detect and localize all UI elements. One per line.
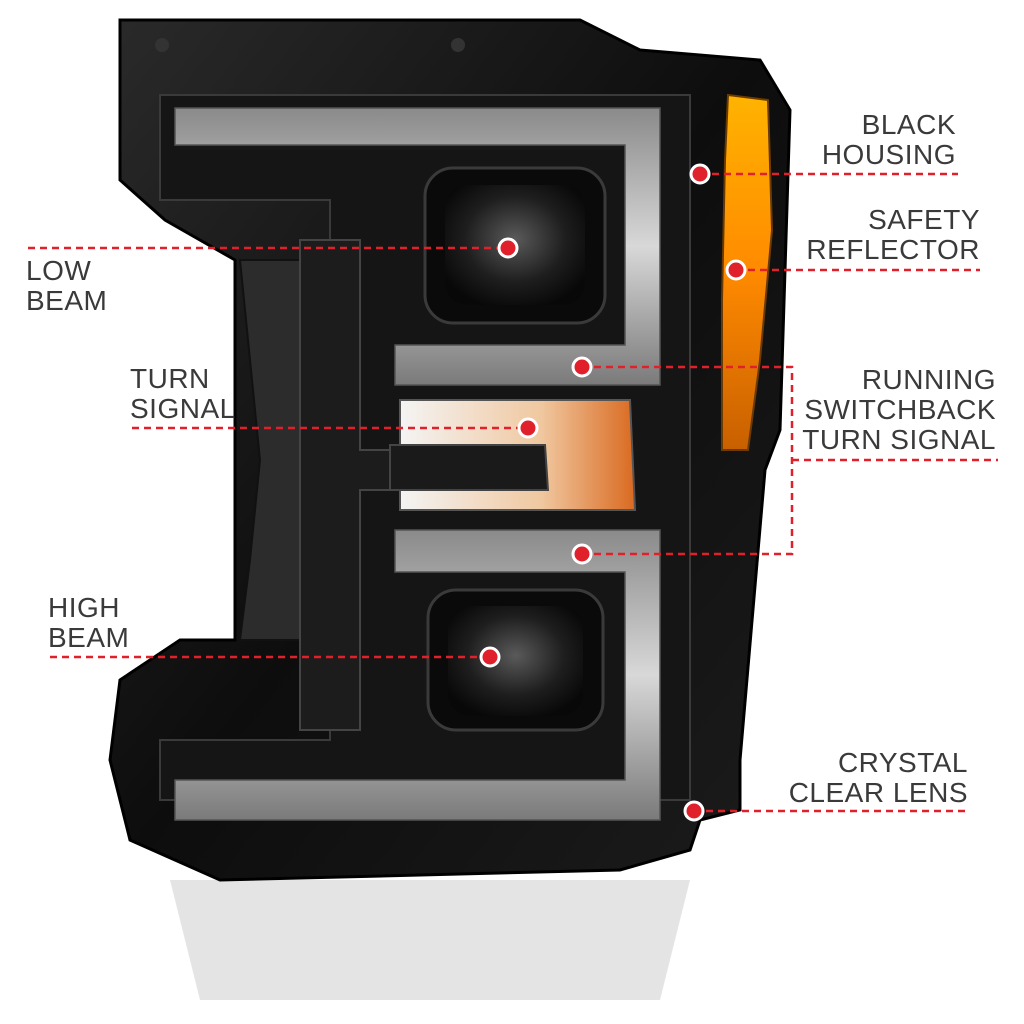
label-line: BEAM [48,622,130,653]
label-safety-reflector: SAFETY REFLECTOR [806,205,980,265]
label-crystal-clear-lens: CRYSTAL CLEAR LENS [789,748,968,808]
marker-low-beam [497,237,519,259]
label-line: RUNNING [861,364,996,395]
label-black-housing: BLACK HOUSING [822,110,956,170]
marker-safety-reflector [725,259,747,281]
mount-tabs [155,38,465,52]
label-line: HIGH [48,592,120,623]
side-reflector [721,93,774,451]
label-line: BEAM [26,285,108,316]
label-running-switchback: RUNNING SWITCHBACK TURN SIGNAL [802,365,996,455]
label-line: HOUSING [821,139,956,170]
marker-crystal-clear-lens [683,800,705,822]
label-line: CLEAR LENS [788,777,968,808]
marker-turn-signal [517,417,539,439]
marker-running-top [571,356,593,378]
marker-high-beam [479,646,501,668]
label-line: SWITCHBACK [804,394,996,425]
label-line: REFLECTOR [806,234,980,265]
label-line: SAFETY [868,204,980,235]
label-line: LOW [26,255,92,286]
label-line: SIGNAL [130,393,236,424]
label-high-beam: HIGH BEAM [48,593,129,653]
drl-bar-top [174,107,661,386]
label-line: TURN [130,363,210,394]
label-low-beam: LOW BEAM [26,256,107,316]
leader-running-bracket [582,365,794,556]
turn-signal-chamber [389,399,637,511]
floor-reflection [170,880,690,1000]
drl-bar-bottom [174,529,661,821]
label-turn-signal: TURN SIGNAL [130,364,236,424]
label-line: TURN SIGNAL [802,424,996,455]
label-line: CRYSTAL [837,747,968,778]
label-line: BLACK [861,109,956,140]
high-beam-projector [426,588,605,732]
marker-black-housing [689,163,711,185]
marker-running-bottom [571,543,593,565]
